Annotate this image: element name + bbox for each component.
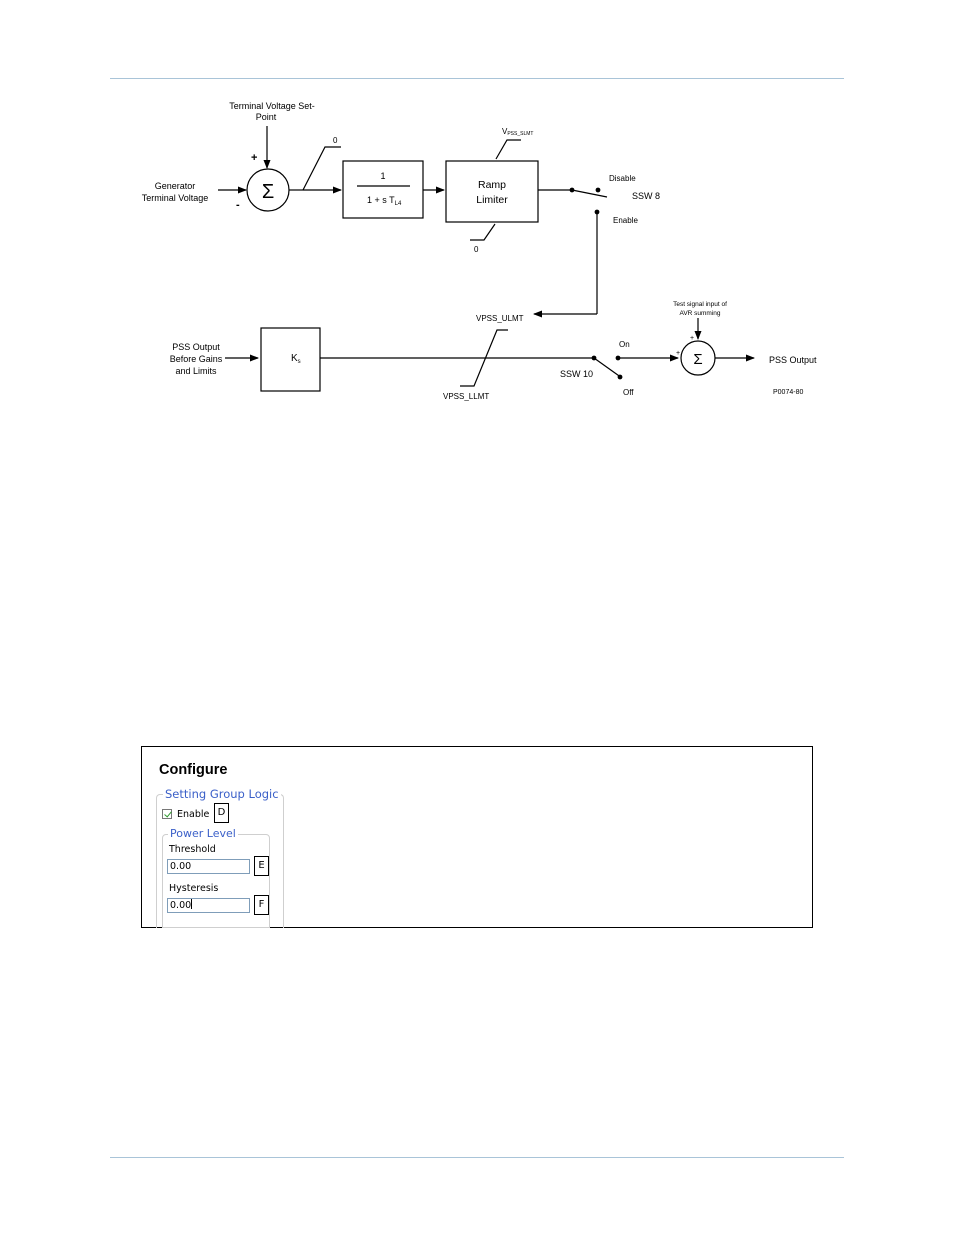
- generator-label-line1: Generator: [155, 181, 196, 191]
- ramp-label-line1: Ramp: [478, 179, 506, 191]
- output-limiter-symbol: [460, 329, 508, 387]
- vpss-slmt-label: VPSS_SLMT: [502, 127, 533, 137]
- off-label: Off: [623, 388, 634, 397]
- sigma-symbol-2: Σ: [693, 351, 702, 368]
- sigma-symbol-1: Σ: [262, 181, 274, 203]
- on-label: On: [619, 340, 630, 349]
- pss-block-diagram: Terminal Voltage Set- Point Generator Te…: [142, 101, 817, 401]
- limiter-zero-label: 0: [333, 136, 338, 145]
- pss-output-label: PSS Output: [769, 355, 817, 365]
- header-rule: [110, 78, 844, 79]
- callout-d: D: [214, 803, 229, 823]
- filter-numerator: 1: [380, 171, 385, 181]
- filter-denominator: 1 + s TL4: [367, 195, 402, 207]
- ssw8-disable-contact: [595, 187, 601, 193]
- setting-group-logic-group: Setting Group Logic Enable D Power Level…: [156, 787, 284, 928]
- pss-input-label-line2: Before Gains: [170, 354, 223, 364]
- test-signal-label-line2: AVR summing: [679, 310, 720, 317]
- disable-label: Disable: [609, 174, 636, 183]
- configure-title: Configure: [159, 762, 228, 778]
- setting-group-logic-legend: Setting Group Logic: [163, 787, 281, 801]
- ssw10-pivot: [591, 355, 597, 361]
- ssw8-label: SSW 8: [632, 191, 660, 201]
- ssw10-blade: [593, 357, 623, 379]
- hysteresis-value: 0.00: [170, 900, 192, 911]
- ssw8-enable-contact: [594, 209, 600, 215]
- setpoint-label-line1: Terminal Voltage Set-: [229, 101, 315, 111]
- callout-e: E: [254, 856, 269, 876]
- setpoint-label-line2: Point: [256, 112, 277, 122]
- ssw10-off-contact: [617, 374, 623, 380]
- enable-row: Enable: [162, 807, 209, 821]
- minus-sign: -: [236, 199, 240, 211]
- pss-input-label-line3: and Limits: [175, 366, 217, 376]
- limiter-symbol-1: [302, 146, 341, 191]
- pss-input-label-line1: PSS Output: [172, 342, 220, 352]
- hysteresis-label: Hysteresis: [169, 883, 219, 894]
- hysteresis-input[interactable]: 0.00: [167, 898, 250, 913]
- figure-code: P0074-80: [773, 389, 803, 396]
- text-caret: [191, 899, 193, 909]
- ssw10-label: SSW 10: [560, 369, 593, 379]
- generator-label-line2: Terminal Voltage: [142, 193, 209, 203]
- callout-f: F: [254, 895, 269, 915]
- threshold-input[interactable]: 0.00: [167, 859, 250, 874]
- ramp-lower-limit-symbol: [470, 223, 496, 241]
- test-signal-label-line1: Test signal input of: [673, 301, 727, 308]
- gain-label: Ks: [291, 353, 301, 365]
- llmt-label: VPSS_LLMT: [443, 392, 489, 401]
- gain-block: [260, 327, 321, 392]
- enable-label: Enable: [177, 808, 210, 820]
- footer-rule: [110, 1157, 844, 1158]
- ulmt-label: VPSS_ULMT: [476, 314, 524, 323]
- ramp-upper-limit-symbol: [495, 139, 521, 160]
- plus-sign-2: +: [676, 350, 680, 357]
- plus-sign: +: [251, 152, 257, 164]
- threshold-label: Threshold: [169, 844, 216, 855]
- ssw8-pivot: [569, 187, 575, 193]
- power-level-legend: Power Level: [168, 827, 238, 840]
- ssw8-blade: [571, 189, 608, 198]
- ramp-label-line2: Limiter: [476, 194, 508, 206]
- enable-label: Enable: [613, 216, 638, 225]
- configure-panel: Configure Setting Group Logic Enable D P…: [141, 746, 813, 928]
- enable-checkbox[interactable]: [162, 809, 172, 819]
- filter-block: [342, 160, 424, 219]
- ssw10-on-contact: [615, 355, 621, 361]
- plus-sign-3: +: [690, 335, 694, 342]
- ramp-zero-label: 0: [474, 245, 479, 254]
- ramp-limiter-block: [445, 160, 539, 223]
- power-level-group: Power Level Threshold 0.00 E Hysteresis …: [162, 827, 270, 928]
